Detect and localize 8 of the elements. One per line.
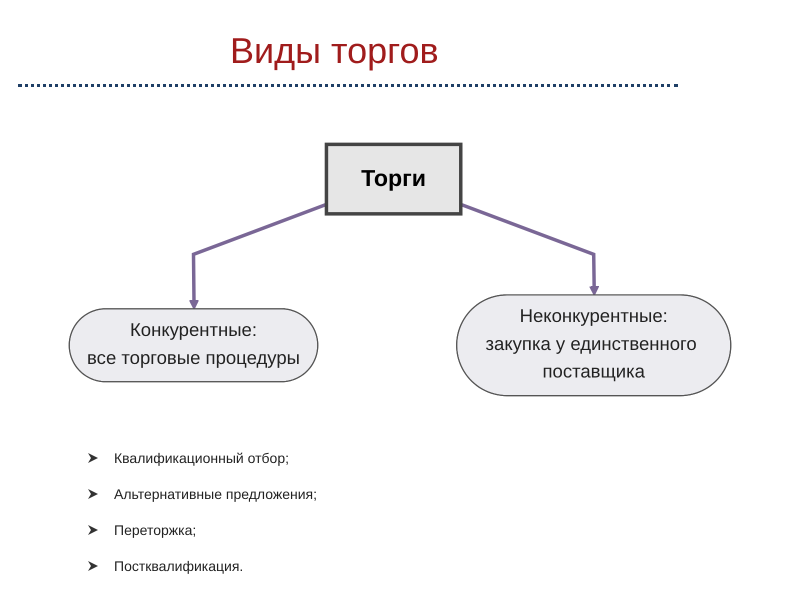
- arrow: [460, 202, 600, 296]
- list-item: Альтернативные предложения;: [114, 486, 318, 502]
- list-item: Переторжка;: [114, 522, 196, 538]
- node-box: Торги: [324, 142, 462, 216]
- list-item: Постквалификация.: [114, 558, 244, 574]
- slide-title: Виды торгов: [230, 30, 439, 72]
- list-item: Квалификационный отбор;: [114, 450, 289, 466]
- arrow: [188, 202, 328, 310]
